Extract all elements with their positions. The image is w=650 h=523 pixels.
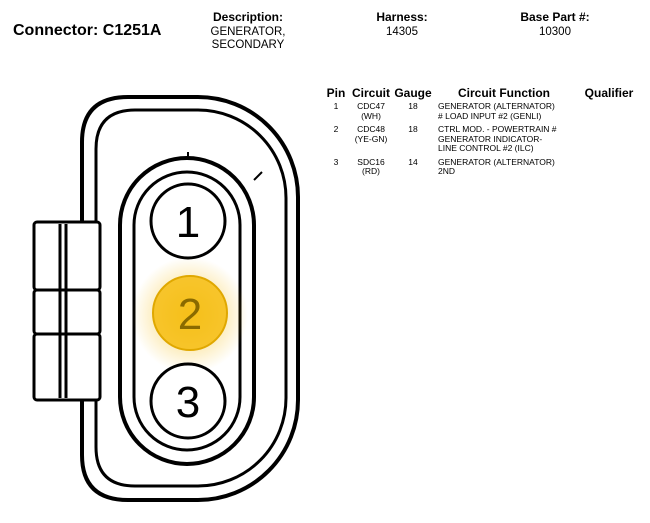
circuit-code: CDC47 [357,101,385,111]
harness-label: Harness: [376,10,428,24]
description-line-1: GENERATOR, [210,26,286,38]
table-row: 3 SDC16 (RD) 14 GENERATOR (ALTERNATOR) 2… [322,156,644,179]
base-part-block: Base Part #: 10300 [500,10,610,39]
circuit-color: (YE-GN) [354,133,388,144]
table-row: 2 CDC48 (YE-GN) 18 CTRL MOD. - POWERTRAI… [322,123,644,156]
cell-circuit-function: GENERATOR (ALTERNATOR) # LOAD INPUT #2 (… [434,100,574,123]
pin-2-highlighted: 2 [132,257,248,373]
column-header-circuit-function: Circuit Function [458,86,550,100]
pin-3: 3 [149,362,227,440]
pin-table-header: Pin Circuit Gauge Circuit Function Quali… [322,84,644,100]
column-header-qualifier: Qualifier [584,86,634,100]
pin-label-2: 2 [178,290,202,339]
connector-title: Connector: C1251A [13,22,162,39]
cell-pin: 1 [333,101,339,111]
circuit-code: SDC16 [357,156,385,167]
cell-gauge: 18 [408,101,418,111]
harness-value: 14305 [386,26,418,38]
function-line: CTRL MOD. - POWERTRAIN # [438,124,557,134]
pin-1: 1 [149,182,227,260]
column-header-circuit: Circuit [351,86,390,100]
pin-table: Pin Circuit Gauge Circuit Function Quali… [322,84,644,179]
cell-pin: 2 [333,124,339,134]
function-line: GENERATOR INDICATOR- [438,133,543,144]
function-line: 2ND [438,166,456,176]
circuit-code: CDC48 [357,124,385,134]
function-line: GENERATOR (ALTERNATOR) [438,101,555,111]
latch-tab [32,220,102,402]
cell-circuit: CDC47 (WH) [350,100,392,123]
function-line: LINE CONTROL #2 (ILC) [438,143,534,153]
circuit-color: (WH) [361,110,381,121]
pin-label-3: 3 [176,378,200,427]
function-line: # LOAD INPUT #2 (GENLI) [438,110,542,121]
cell-circuit: CDC48 (YE-GN) [350,123,392,156]
column-header-gauge: Gauge [394,86,432,100]
cell-gauge: 14 [408,156,418,167]
pin-label-1: 1 [176,198,200,247]
connector-housing [80,95,300,502]
harness-block: Harness: 14305 [352,10,452,39]
description-label: Description: [212,10,283,24]
description-value: GENERATOR, SECONDARY [193,26,303,52]
cell-gauge: 18 [408,124,418,134]
base-part-label: Base Part #: [520,10,590,24]
description-line-2: SECONDARY [211,39,285,51]
cell-circuit-function: GENERATOR (ALTERNATOR) 2ND [434,156,574,179]
column-header-pin: Pin [326,86,346,100]
circuit-color: (RD) [362,166,380,176]
cell-pin: 3 [333,156,339,167]
base-part-value: 10300 [539,26,571,38]
cell-circuit-function: CTRL MOD. - POWERTRAIN # GENERATOR INDIC… [434,123,574,156]
table-row: 1 CDC47 (WH) 18 GENERATOR (ALTERNATOR) #… [322,100,644,123]
function-line: GENERATOR (ALTERNATOR) [438,156,555,167]
cell-circuit: SDC16 (RD) [350,156,392,179]
description-block: Description: GENERATOR, SECONDARY [193,10,303,52]
